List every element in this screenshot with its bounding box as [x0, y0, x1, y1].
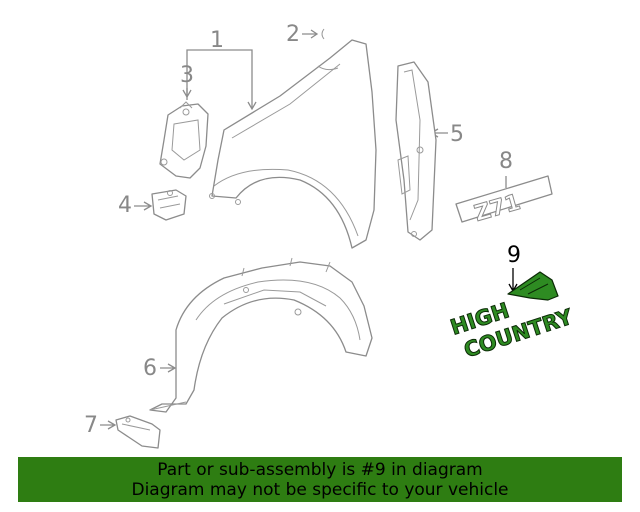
wheelhouse-liner-part-6[interactable]: [149, 257, 373, 413]
leader-1b-arrow: [247, 101, 257, 111]
leader-6: [160, 363, 177, 373]
clip-part-2: [321, 28, 325, 40]
fitment-notice-line-1: Part or sub-assembly is #9 in diagram: [157, 459, 483, 480]
fender-liner-panel-part-5[interactable]: [395, 61, 437, 241]
parts-diagram: 1 2 3 4 5 8: [84, 22, 577, 449]
callout-6[interactable]: 6: [143, 356, 157, 381]
z71-badge-part-8[interactable]: Z71: [455, 175, 553, 227]
callout-3[interactable]: 3: [180, 63, 194, 88]
callout-7[interactable]: 7: [84, 413, 98, 438]
splash-shield-part-7[interactable]: [115, 415, 161, 449]
callout-1[interactable]: 1: [210, 28, 224, 53]
callout-8[interactable]: 8: [499, 149, 513, 174]
fitment-notice-line-2: Diagram may not be specific to your vehi…: [131, 479, 509, 500]
leader-4: [134, 201, 153, 211]
front-fender-part-1[interactable]: [209, 39, 377, 249]
fitment-notice-banner: Part or sub-assembly is #9 in diagram Di…: [18, 457, 622, 502]
leader-7: [100, 420, 117, 430]
fender-bracket-part-3[interactable]: [159, 101, 209, 179]
bracket-part-4[interactable]: [151, 189, 187, 221]
high-country-emblem-part-9[interactable]: HIGH COUNTRY: [447, 271, 577, 363]
badge-lettering: Z71: [472, 190, 524, 227]
callout-4[interactable]: 4: [118, 193, 132, 218]
leader-2: [302, 29, 319, 39]
leader-1: [186, 49, 253, 108]
callout-5[interactable]: 5: [450, 122, 464, 147]
callout-2[interactable]: 2: [286, 22, 300, 47]
leader-9: [508, 268, 518, 293]
callout-9[interactable]: 9: [507, 243, 521, 268]
